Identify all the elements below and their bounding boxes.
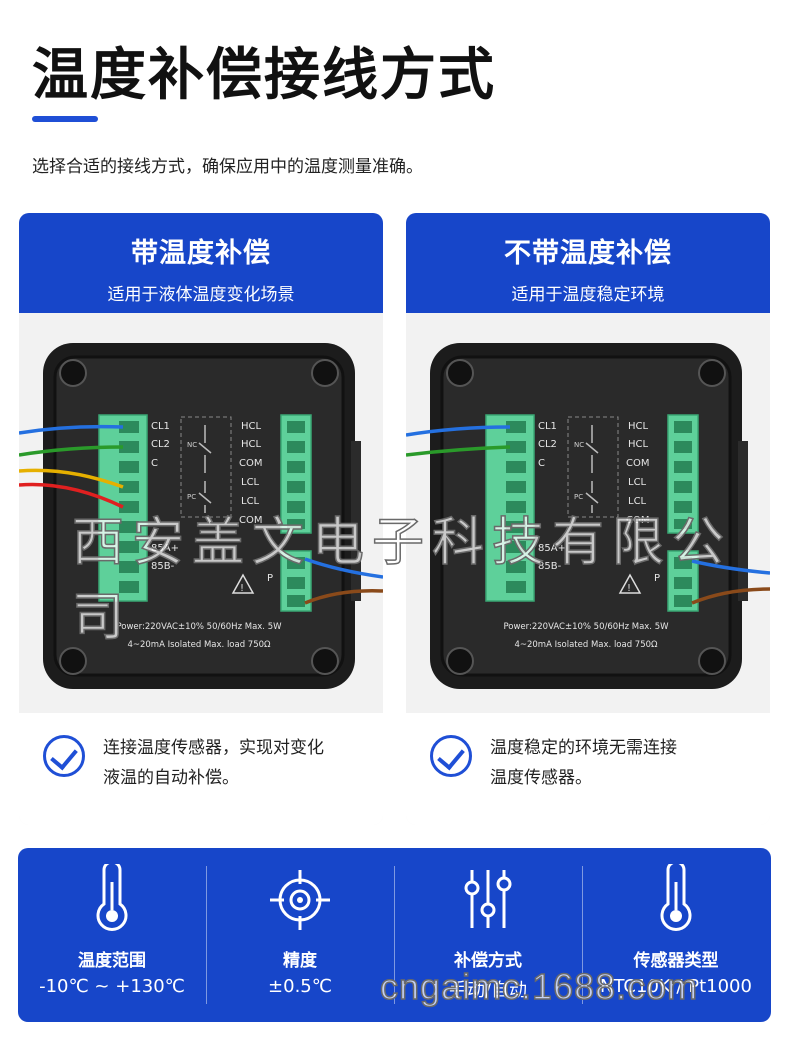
spec-accuracy: 精度 ±0.5℃ xyxy=(206,848,394,1022)
output-spec-line: 4~20mA Isolated Max. load 750Ω xyxy=(514,640,658,650)
card-with-compensation: 带温度补偿 适用于液体温度变化场景 xyxy=(19,213,383,825)
spec-label: 温度范围 xyxy=(78,951,146,971)
wire-green xyxy=(19,445,124,457)
spec-sensor-type: 传感器类型 NTC10K / Pt1000 xyxy=(582,848,770,1022)
spec-compensation-mode: 补偿方式 手动/自动 xyxy=(394,848,582,1022)
spec-divider xyxy=(582,866,583,1004)
wire-blue-sensor xyxy=(304,557,383,579)
relay-nc-label: NC xyxy=(187,441,197,449)
spec-value: 手动/自动 xyxy=(448,980,528,1001)
card-heading: 带温度补偿 xyxy=(131,238,271,269)
label-lcl: LCL xyxy=(241,477,260,488)
label-com: COM xyxy=(239,458,262,469)
warning-icon xyxy=(618,573,642,594)
card-heading: 不带温度补偿 xyxy=(504,238,672,269)
label-c: C xyxy=(151,458,158,469)
card-subheading: 适用于温度稳定环境 xyxy=(511,285,665,305)
label-cl2: CL2 xyxy=(538,439,557,450)
spec-label: 传感器类型 xyxy=(633,951,719,971)
label-com: COM xyxy=(239,515,262,526)
wire-brown-sensor xyxy=(304,589,383,605)
label-hcl: HCL xyxy=(628,421,649,432)
thermometer-icon xyxy=(660,864,692,931)
relay-pc-label: PC xyxy=(187,493,196,501)
target-icon xyxy=(270,870,330,930)
power-spec-line: Power:220VAC±10% 50/60Hz Max. 5W xyxy=(503,622,669,632)
label-cl1: CL1 xyxy=(151,421,170,432)
device-diagram-without-sensor: CL1 CL2 C HCL HCL COM LCL LCL COM 85A+ 8… xyxy=(406,343,770,689)
label-hcl: HCL xyxy=(241,421,262,432)
label-p: P xyxy=(654,573,660,584)
wire-yellow xyxy=(19,468,124,489)
page-title: 温度补偿接线方式 xyxy=(32,43,496,108)
thermometer-icon xyxy=(96,864,128,931)
card-header: 带温度补偿 适用于液体温度变化场景 xyxy=(19,213,383,313)
label-hcl: HCL xyxy=(241,439,262,450)
sliders-icon xyxy=(464,870,512,928)
label-com: COM xyxy=(626,515,649,526)
spec-label: 精度 xyxy=(283,951,317,971)
title-underline xyxy=(32,116,98,122)
device-diagram-with-sensor: CL1 CL2 C HCL HCL COM LCL LCL COM 85A+ 8… xyxy=(19,343,383,689)
spec-temperature-range: 温度范围 -10℃ ~ +130℃ xyxy=(18,848,206,1022)
right-terminal-block xyxy=(667,414,699,534)
warning-icon xyxy=(231,573,255,594)
card-note: 连接温度传感器，实现对变化 液温的自动补偿。 xyxy=(19,713,383,825)
label-85b: 85B- xyxy=(538,561,562,572)
label-85b: 85B- xyxy=(151,561,175,572)
right-terminal-block xyxy=(280,414,312,534)
spec-label: 补偿方式 xyxy=(454,951,522,971)
label-lcl: LCL xyxy=(628,477,647,488)
spec-value: -10℃ ~ +130℃ xyxy=(39,976,185,997)
screw-icon xyxy=(311,359,339,387)
spec-divider xyxy=(394,866,395,1004)
relay-pc-label: PC xyxy=(574,493,583,501)
label-lcl: LCL xyxy=(628,496,647,507)
screw-icon xyxy=(698,359,726,387)
screw-icon xyxy=(59,647,87,675)
power-spec-line: Power:220VAC±10% 50/60Hz Max. 5W xyxy=(116,622,282,632)
card-without-compensation: 不带温度补偿 适用于温度稳定环境 CL1 xyxy=(406,213,770,825)
wire-blue xyxy=(19,424,124,435)
wire-brown-sensor xyxy=(691,587,770,605)
wire-blue-sensor xyxy=(691,559,770,575)
spec-value: NTC10K / Pt1000 xyxy=(600,976,752,997)
wire-blue xyxy=(406,425,511,437)
screw-icon xyxy=(446,359,474,387)
label-lcl: LCL xyxy=(241,496,260,507)
card-subheading: 适用于液体温度变化场景 xyxy=(107,285,295,305)
label-85a: 85A+ xyxy=(151,543,179,554)
label-85a: 85A+ xyxy=(538,543,566,554)
screw-icon xyxy=(59,359,87,387)
spec-value: ±0.5℃ xyxy=(268,976,332,997)
label-c: C xyxy=(538,458,545,469)
label-com: COM xyxy=(626,458,649,469)
svg-text:!: ! xyxy=(627,583,631,594)
screw-icon xyxy=(311,647,339,675)
label-cl1: CL1 xyxy=(538,421,557,432)
card-header: 不带温度补偿 适用于温度稳定环境 xyxy=(406,213,770,313)
relay-nc-label: NC xyxy=(574,441,584,449)
screw-icon xyxy=(698,647,726,675)
label-p: P xyxy=(267,573,273,584)
note-text: 连接温度传感器，实现对变化 液温的自动补偿。 xyxy=(103,738,324,788)
note-text: 温度稳定的环境无需连接 温度传感器。 xyxy=(490,738,677,788)
card-note: 温度稳定的环境无需连接 温度传感器。 xyxy=(406,713,770,825)
page-subtitle: 选择合适的接线方式，确保应用中的温度测量准确。 xyxy=(32,157,423,177)
label-hcl: HCL xyxy=(628,439,649,450)
label-cl2: CL2 xyxy=(151,439,170,450)
wire-red xyxy=(19,482,124,509)
svg-text:!: ! xyxy=(240,583,244,594)
specs-panel: 温度范围 -10℃ ~ +130℃ 精度 ±0.5℃ 补偿方式 手动/自动 xyxy=(18,848,771,1022)
check-circle-icon xyxy=(430,735,472,777)
spec-divider xyxy=(206,866,207,1004)
check-circle-icon xyxy=(43,735,85,777)
wire-green xyxy=(406,445,511,457)
screw-icon xyxy=(446,647,474,675)
output-spec-line: 4~20mA Isolated Max. load 750Ω xyxy=(127,640,271,650)
